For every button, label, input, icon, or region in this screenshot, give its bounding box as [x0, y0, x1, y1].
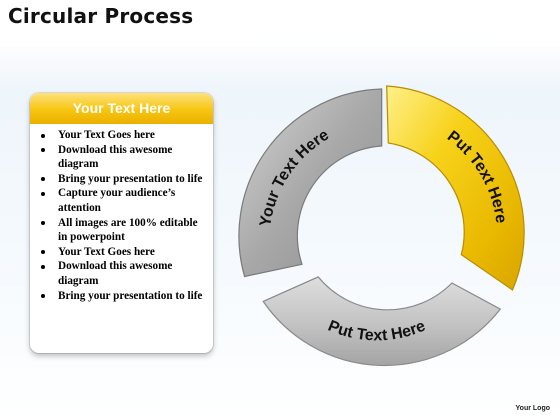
cycle-segment-1: [238, 88, 383, 278]
page-title: Circular Process: [8, 4, 194, 28]
bullet-item: Bring your presentation to life: [38, 172, 207, 187]
bullet-item: Your Text Goes here: [38, 128, 207, 143]
bullet-item: Your Text Goes here: [38, 245, 207, 260]
text-panel: Your Text Here Your Text Goes here Downl…: [30, 93, 213, 353]
bullet-item: Bring your presentation to life: [38, 289, 207, 304]
bullet-item: Capture your audience’s attention: [38, 186, 207, 215]
cycle-segment-3: [262, 276, 502, 366]
bullet-item: Download this awesome diagram: [38, 259, 207, 288]
bullet-item: All images are 100% editable in powerpoi…: [38, 216, 207, 245]
logo-text: Your Logo: [515, 405, 550, 412]
bullet-list: Your Text Goes here Download this awesom…: [30, 124, 213, 303]
cycle-segment-2: [386, 85, 525, 291]
panel-heading: Your Text Here: [30, 93, 213, 124]
bullet-item: Download this awesome diagram: [38, 143, 207, 172]
